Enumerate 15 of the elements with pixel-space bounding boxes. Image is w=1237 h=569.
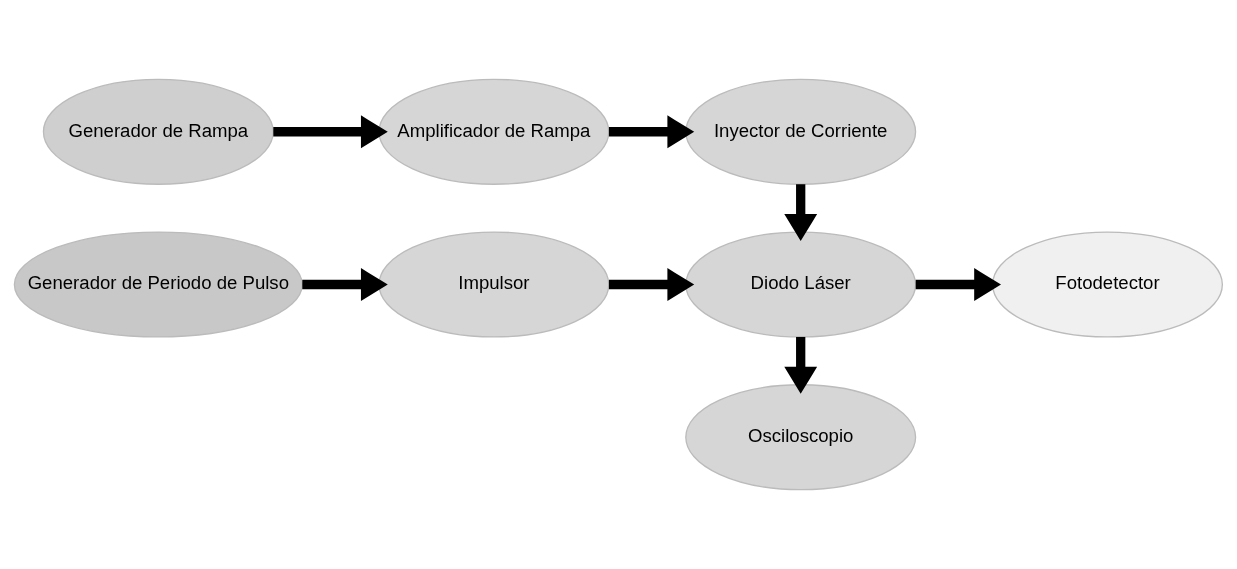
arrow	[608, 268, 695, 301]
node-ellipse: Generador de Rampa	[42, 78, 274, 185]
arrow	[915, 268, 1001, 301]
node-ellipse: Inyector de Corriente	[685, 78, 917, 185]
arrow	[302, 268, 388, 301]
arrow	[784, 336, 818, 394]
node-ellipse: Fotodetector	[991, 231, 1224, 338]
arrow	[784, 184, 818, 241]
node-ellipse: Impulsor	[378, 231, 610, 338]
node-ellipse: Generador de Periodo de Pulso	[13, 231, 303, 338]
arrow	[273, 115, 388, 149]
node-ellipse: Diodo Láser	[685, 231, 917, 338]
node-ellipse: Amplificador de Rampa	[378, 78, 610, 185]
arrow	[608, 115, 695, 149]
node-ellipse: Osciloscopio	[685, 384, 917, 491]
